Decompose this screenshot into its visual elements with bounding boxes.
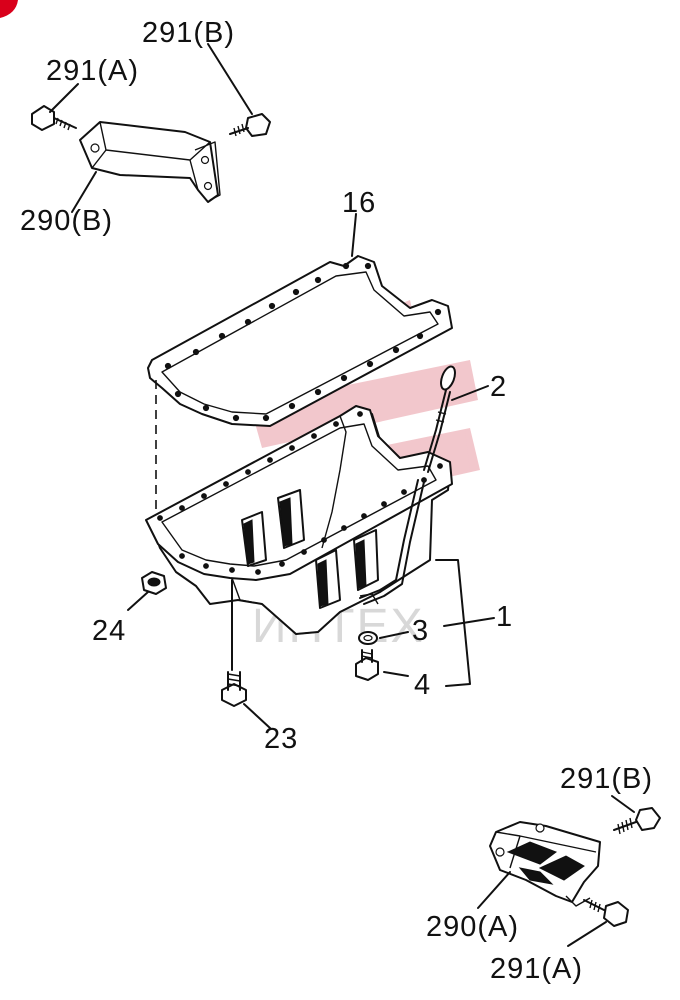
callout-290a: 290(A) [426,911,519,943]
leader-1 [443,617,495,627]
bolt-291b-bottom [613,807,661,835]
callout-290b: 290(B) [20,205,113,237]
leader-291b-bottom [611,795,635,813]
callout-16: 16 [342,187,376,219]
leader-16 [351,213,357,257]
oil-pan-1 [145,405,453,635]
leader-3 [379,631,409,639]
washer-3 [358,631,378,645]
bracket-290b [79,121,221,203]
bolt-291a-top [31,105,77,131]
callout-4: 4 [414,669,431,701]
leader-4 [383,671,409,677]
callout-291a-top: 291(A) [46,55,139,87]
leader-24 [127,591,149,611]
oil-pan-flange-holes [157,411,443,575]
callout-291a-bottom: 291(A) [490,953,583,985]
callout-1: 1 [496,601,513,633]
leader-291a-bottom [567,921,607,947]
corner-mark [0,0,18,18]
bolt-291b-top [229,113,271,137]
dipstick-2 [423,365,456,473]
leader-23 [243,703,271,729]
leader-290a [477,871,511,909]
callout-23: 23 [264,723,298,755]
bolt-291a-bottom [583,899,629,927]
gasket-16-upper [147,255,453,427]
callout-2: 2 [490,371,507,403]
bolt-23 [221,671,247,707]
nut-24 [141,571,167,595]
callout-291b-bottom: 291(B) [560,763,653,795]
leader-2 [451,385,489,401]
leader-291b-top [207,43,253,115]
callout-291b-top: 291(B) [142,17,235,49]
gasket-16-bolt-holes [164,262,442,422]
leader-291a-top [49,83,79,113]
drain-plug-4 [355,649,379,681]
callout-3: 3 [412,615,429,647]
bracket-290a [489,821,601,907]
leader-290b [71,171,97,213]
callout-24: 24 [92,615,126,647]
